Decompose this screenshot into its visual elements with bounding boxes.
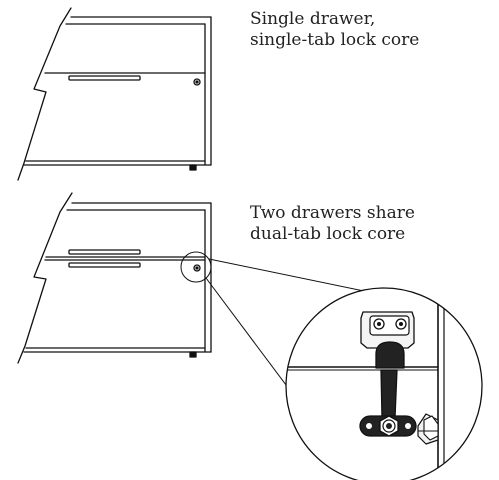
two-drawer-cabinet [17, 192, 212, 364]
caption-line: dual-tab lock core [250, 224, 406, 244]
tab-hole [405, 423, 411, 429]
single-drawer-cabinet [17, 7, 212, 181]
cabinet-foot [189, 351, 197, 358]
drawer-handle [68, 75, 141, 81]
side-latch [417, 413, 439, 445]
lock-keyhole [193, 264, 201, 272]
lock-detail-magnifier [285, 287, 483, 480]
two-drawer-caption: Two drawers share dual-tab lock core [250, 203, 415, 245]
caption-line: Single drawer, [250, 9, 376, 29]
cabinet-break-edge [17, 192, 73, 364]
lower-drawer-handle [68, 262, 141, 268]
lock-core-nut [379, 415, 399, 437]
mounting-plate [360, 311, 415, 349]
caption-line: Two drawers share [250, 203, 415, 223]
lock-core-dot [195, 80, 199, 84]
lock-core-dot [195, 266, 199, 270]
lock-highlight-circle [180, 251, 212, 283]
cabinet-break-edge [17, 7, 72, 181]
lock-connecting-arm [380, 369, 398, 419]
tab-hole [366, 423, 372, 429]
upper-drawer-handle [68, 249, 141, 255]
upper-lock-tab [375, 341, 405, 369]
caption-line: single-tab lock core [250, 30, 420, 50]
lock-keyhole [193, 78, 201, 86]
cabinet-foot [189, 164, 197, 171]
single-drawer-caption: Single drawer, single-tab lock core [250, 9, 419, 51]
callout-line-lower [205, 277, 302, 406]
